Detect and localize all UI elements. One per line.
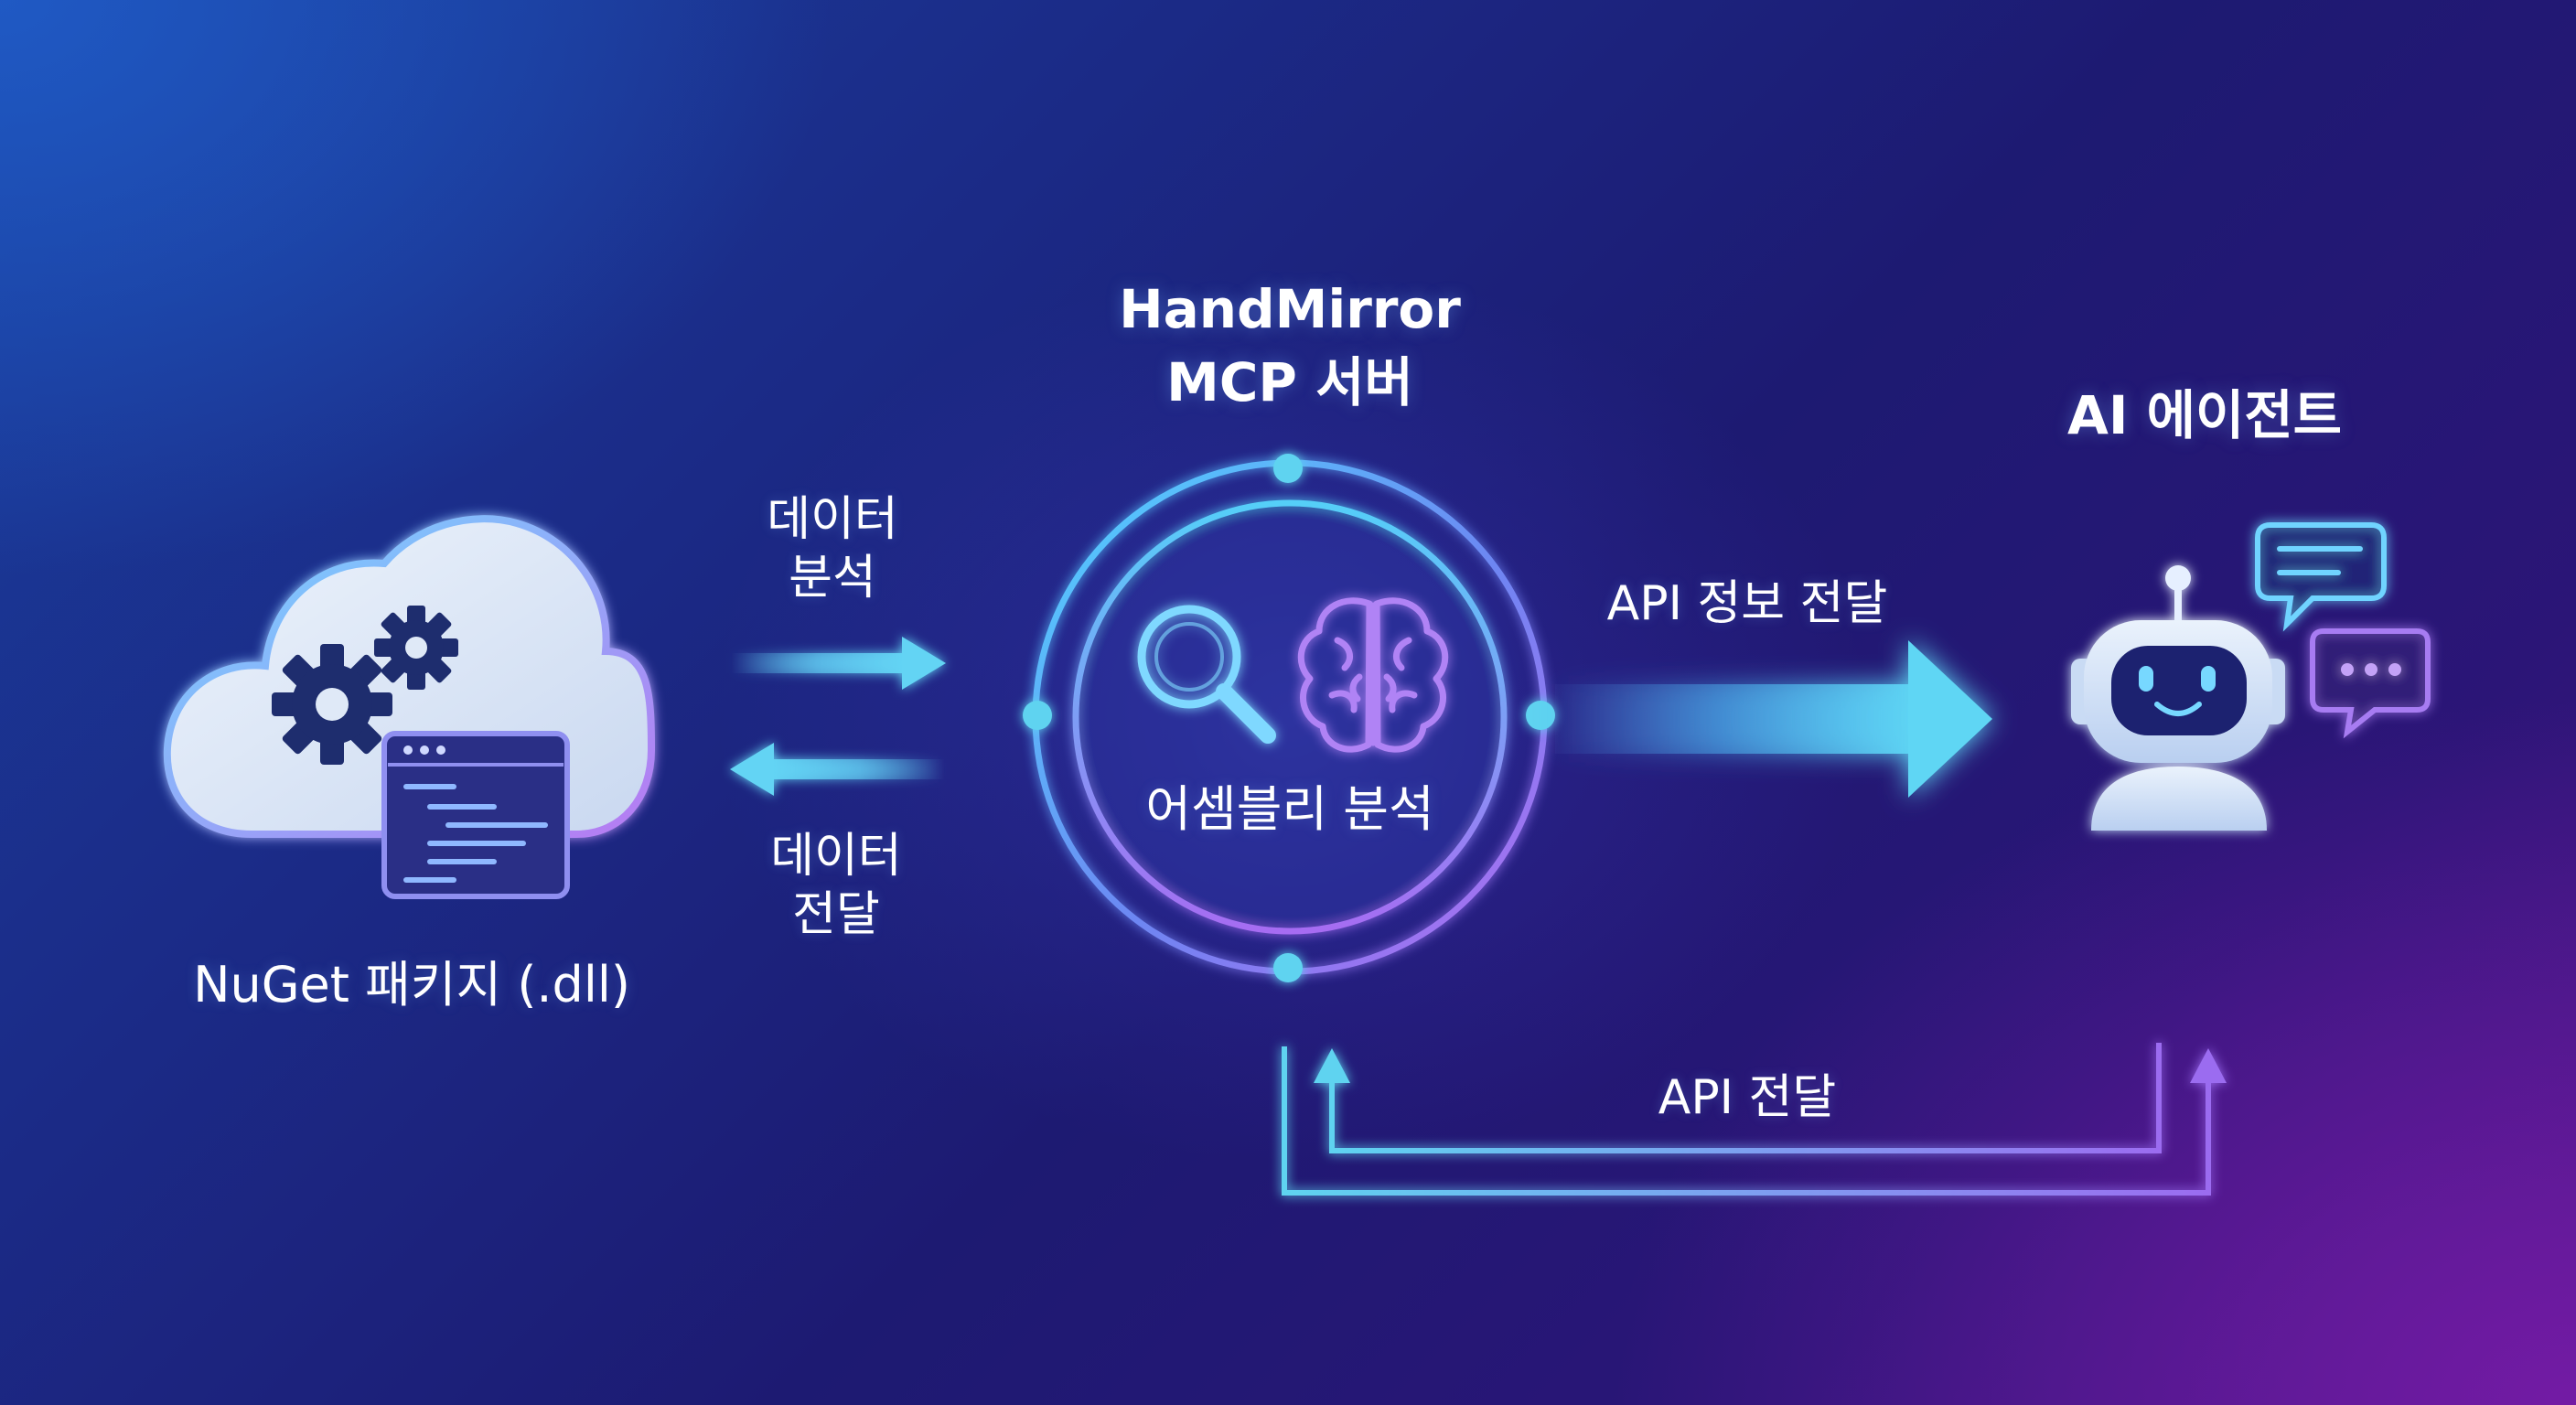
server-title-line1: HandMirror: [1119, 278, 1461, 340]
server-title-line2: MCP 서버: [1166, 351, 1413, 413]
arrow-api-info: [1555, 640, 1992, 798]
gear-icon-large: [272, 644, 392, 765]
chat-typing-icon: [2310, 628, 2431, 739]
arrow-data-deliver: [730, 743, 944, 796]
loop-api-deliver: [1282, 1043, 2227, 1196]
cloud-package-icon: [163, 515, 656, 899]
chat-bubble-icon: [2255, 522, 2387, 632]
edge-analyze-line2: 분석: [789, 551, 876, 606]
ring-dot-top: [1273, 454, 1303, 483]
edge-analyze-line1: 데이터: [767, 492, 898, 547]
gear-icon-small: [374, 606, 458, 690]
server-node: [1015, 443, 1564, 992]
brain-icon: [1297, 597, 1449, 753]
edge-deliver-line1: 데이터: [770, 829, 902, 884]
ring-dot-bottom: [1273, 953, 1303, 982]
nuget-label: NuGet 패키지 (.dll): [193, 956, 630, 1014]
ring-dot-right: [1526, 701, 1555, 730]
server-inner-label: 어셈블리 분석: [1145, 780, 1434, 838]
code-window-icon: [381, 731, 570, 899]
edge-api-deliver-label: API 전달: [1658, 1070, 1837, 1125]
arrow-data-analyze: [732, 637, 946, 690]
agent-label: AI 에이전트: [2066, 384, 2343, 446]
ring-dot-left: [1023, 701, 1052, 730]
edge-deliver-line2: 전달: [792, 887, 880, 942]
magnifier-icon: [1137, 605, 1276, 744]
robot-icon: [2071, 565, 2285, 831]
edge-api-info-label: API 정보 전달: [1606, 576, 1888, 631]
